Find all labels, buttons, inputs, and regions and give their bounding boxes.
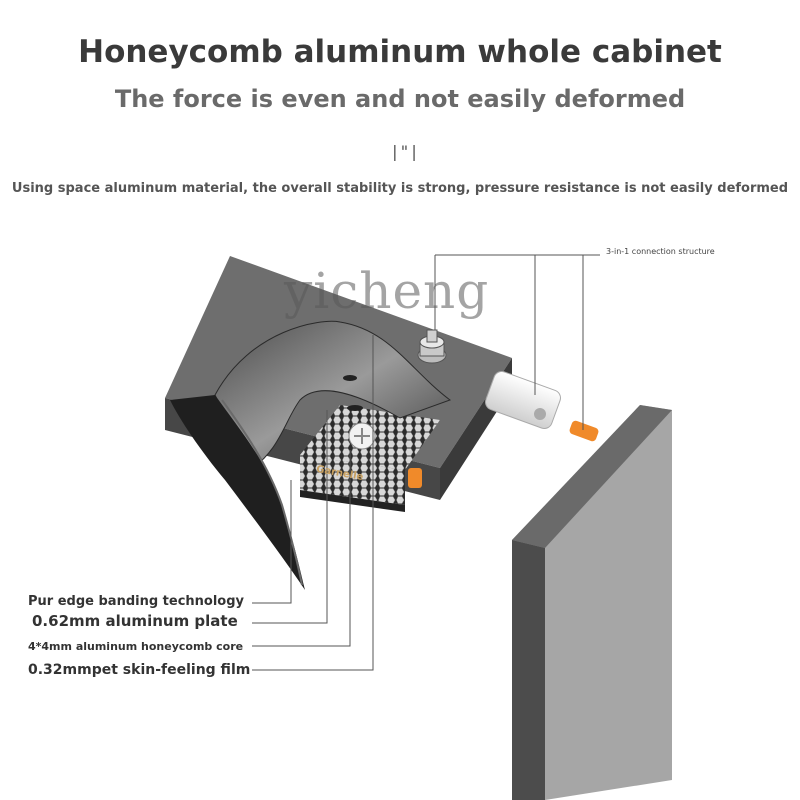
description-text: Using space aluminum material, the overa… [11,181,789,196]
divider-mark: |"| [390,142,419,161]
cam-lock-icon [417,329,447,364]
cam-fitting-icon [348,422,376,450]
honeycomb-edge [300,455,405,505]
layer-label-honeycomb-core: 4*4mm aluminum honeycomb core [28,640,244,653]
edge-banding [300,490,405,512]
layer-leader-lines [252,335,374,671]
connector-tube-icon [485,370,561,430]
watermark-text: yicheng [284,262,490,320]
layer-label-aluminum-plate: 0.62mm aluminum plate [32,612,238,630]
orange-dowel-icon [408,420,599,488]
page-title: Honeycomb aluminum whole cabinet [78,34,722,70]
page-subtitle: The force is even and not easily deforme… [114,85,686,113]
side-panel-edge [512,540,545,800]
connection-leader-lines [434,254,600,430]
layer-label-edge-banding: Pur edge banding technology [28,594,245,609]
layer-label-skin-film: 0.32mmpet skin-feeling film [28,662,251,678]
peeled-aluminum-sheet [214,320,452,471]
connection-structure-label: 3-in-1 connection structure [606,247,715,256]
side-panel-top [512,405,672,548]
peeled-skin-film [170,395,305,590]
